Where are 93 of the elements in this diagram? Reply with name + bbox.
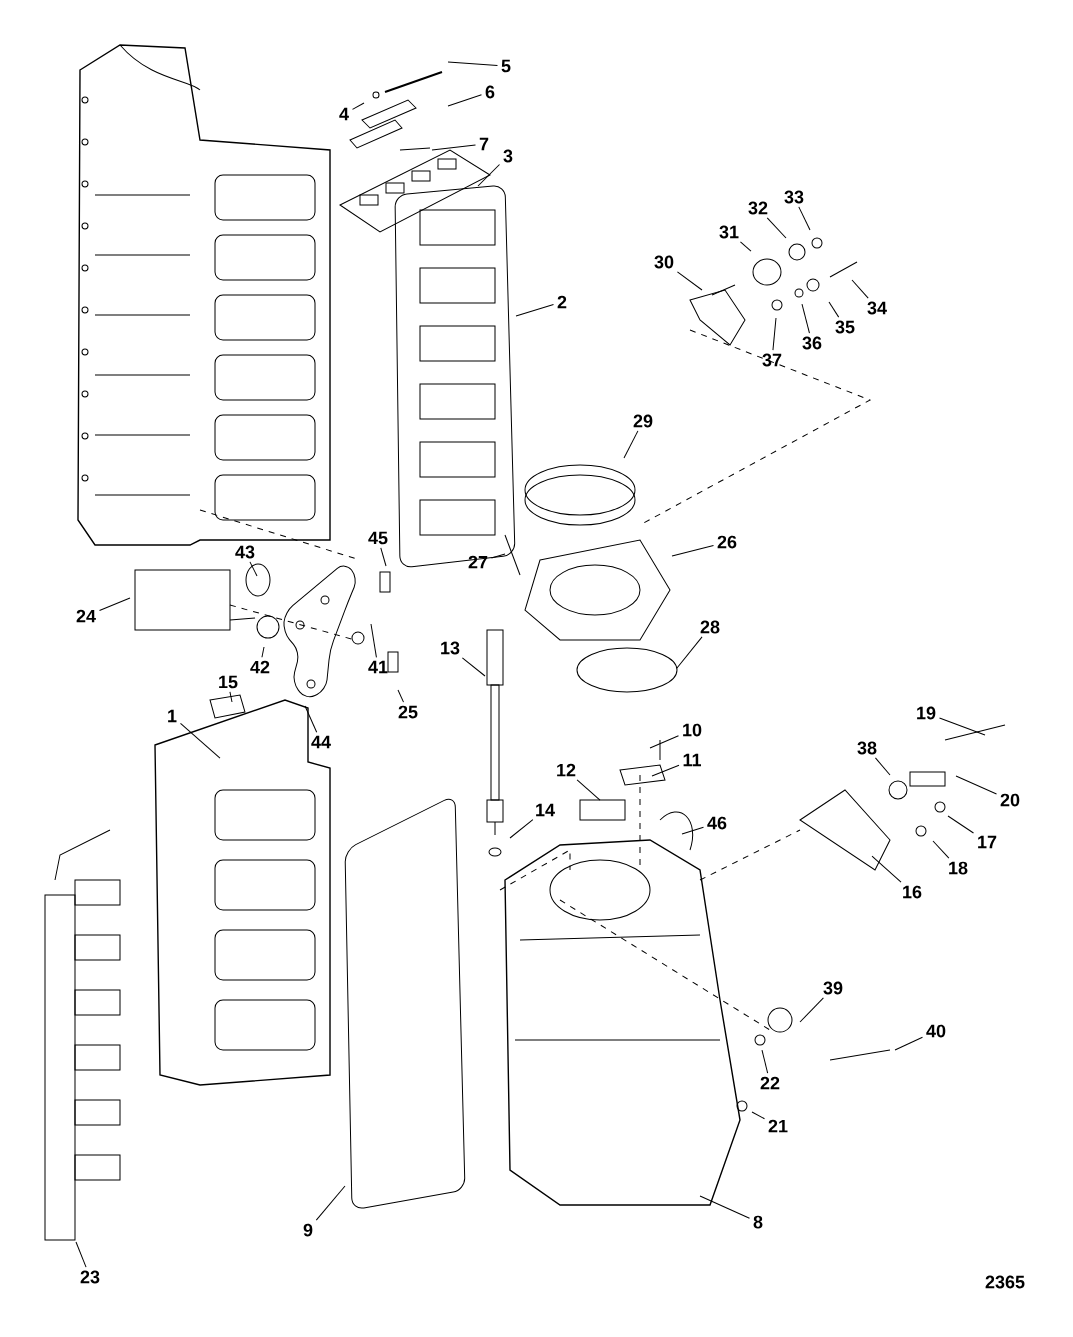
- leader-line: [947, 815, 974, 834]
- leader-line: [229, 691, 233, 703]
- leader-line: [699, 1195, 750, 1219]
- callout-number: 2: [557, 295, 567, 309]
- leader-line: [180, 722, 221, 759]
- leader-line: [380, 547, 387, 567]
- callout-number: 28: [700, 620, 720, 634]
- leader-line: [932, 840, 950, 859]
- callout-number: 32: [748, 201, 768, 215]
- callout-number: 15: [219, 675, 238, 689]
- leader-line: [955, 775, 997, 795]
- callout-number: 9: [303, 1223, 313, 1237]
- leader-line: [99, 597, 131, 611]
- callout-number: 18: [949, 861, 968, 875]
- callout-number: 45: [368, 531, 388, 545]
- leader-line: [649, 735, 679, 749]
- leader-line: [623, 430, 639, 459]
- callout-number: 36: [802, 336, 822, 350]
- leader-line: [315, 1185, 346, 1221]
- callout-number: 30: [654, 255, 674, 269]
- leader-line: [509, 819, 534, 839]
- callout-number: 38: [857, 741, 877, 755]
- callout-number: 21: [768, 1119, 788, 1133]
- leader-line: [751, 1111, 765, 1120]
- callout-number: 7: [479, 137, 489, 151]
- figure-number: 2365: [985, 1275, 1025, 1289]
- callout-number: 17: [978, 835, 997, 849]
- leader-line: [761, 1049, 769, 1074]
- leader-line: [352, 102, 365, 110]
- callout-number: 43: [235, 545, 255, 559]
- leader-line: [894, 1036, 923, 1051]
- callout-number: 1: [168, 709, 177, 723]
- leader-line: [576, 779, 601, 801]
- leader-line: [799, 997, 824, 1023]
- callout-number: 44: [311, 735, 331, 749]
- leader-line: [798, 206, 811, 231]
- callout-number: 14: [536, 803, 555, 817]
- leader-line: [676, 636, 703, 669]
- callout-number: 41: [368, 660, 388, 674]
- leader-line: [461, 657, 486, 677]
- callout-number: 23: [80, 1270, 100, 1284]
- callout-number: 27: [468, 555, 488, 569]
- callout-number: 22: [760, 1076, 780, 1090]
- leader-line: [397, 689, 404, 703]
- leader-line: [491, 553, 506, 559]
- callout-number: 39: [823, 981, 843, 995]
- callout-number: 31: [719, 225, 739, 239]
- leader-line: [671, 544, 714, 557]
- leader-line: [772, 317, 777, 351]
- leader-line: [651, 764, 680, 777]
- callout-number: 5: [501, 59, 511, 73]
- callout-number: 35: [835, 320, 855, 334]
- leader-line: [681, 826, 704, 835]
- callout-number: 33: [784, 190, 804, 204]
- callout-number: 40: [926, 1024, 946, 1038]
- leader-line: [766, 217, 787, 239]
- leader-line: [249, 561, 258, 577]
- leader-line: [939, 717, 986, 736]
- leader-line: [851, 279, 869, 299]
- leader-line: [304, 705, 318, 733]
- callout-number: 19: [917, 706, 936, 720]
- callout-number: 24: [76, 609, 96, 623]
- callout-number: 13: [441, 641, 460, 655]
- callout-number: 26: [717, 535, 737, 549]
- callout-number: 8: [753, 1215, 763, 1229]
- callout-number: 10: [683, 723, 702, 737]
- leader-line: [431, 144, 476, 151]
- leader-line: [739, 241, 752, 252]
- leader-line: [370, 623, 377, 658]
- leader-line: [871, 855, 902, 883]
- callout-number: 37: [762, 353, 782, 367]
- leader-line: [801, 303, 810, 334]
- callout-number: 25: [398, 705, 418, 719]
- callout-number: 34: [867, 301, 887, 315]
- leader-line: [874, 757, 891, 776]
- callout-number: 42: [250, 660, 270, 674]
- leader-line: [75, 1241, 87, 1268]
- callout-number: 4: [339, 107, 349, 121]
- leader-line: [828, 301, 840, 318]
- callout-number: 20: [1000, 793, 1020, 807]
- callout-number: 12: [557, 763, 576, 777]
- callout-number: 29: [633, 414, 653, 428]
- leader-line: [477, 164, 500, 187]
- callout-number: 46: [707, 816, 727, 830]
- callout-number: 11: [683, 753, 701, 767]
- callout-number: 3: [503, 149, 513, 163]
- leader-line: [515, 304, 554, 317]
- leader-line: [676, 271, 703, 291]
- leader-line: [261, 646, 265, 658]
- leader-line: [447, 94, 482, 107]
- leader-line: [447, 61, 498, 66]
- callout-number: 16: [903, 885, 922, 899]
- callout-number: 6: [485, 85, 495, 99]
